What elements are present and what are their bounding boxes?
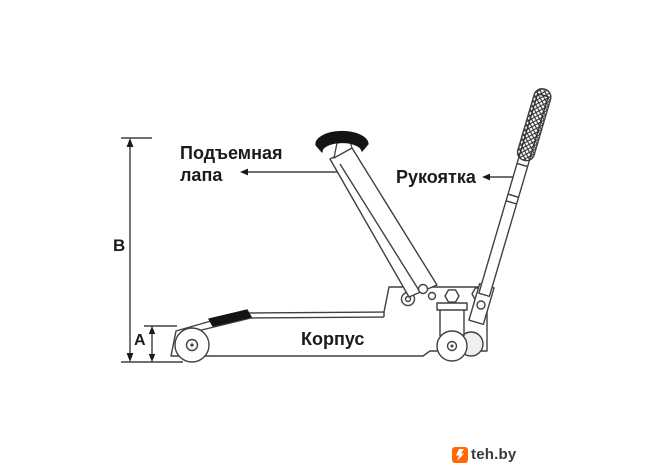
dimension-b-letter: В — [113, 236, 126, 255]
leader-handle — [482, 173, 514, 181]
rear-casters — [436, 289, 484, 362]
teh-by-logo-icon — [452, 446, 468, 463]
leader-lifting-pad — [240, 168, 338, 176]
handle-assembly — [468, 88, 552, 326]
caster-bolt-hex — [444, 289, 460, 303]
front-wheel — [174, 327, 210, 363]
saddle-cap — [315, 130, 369, 153]
label-lifting-pad: Подъемная лапа — [180, 142, 282, 186]
label-handle: Рукоятка — [396, 167, 476, 187]
dimension-b-arrow — [121, 137, 183, 363]
dimension-a-letter: А — [134, 332, 146, 349]
handle-grip — [516, 88, 552, 162]
teh-by-logo-text: teh.by — [471, 446, 517, 463]
label-lifting-pad-line1: Подъемная — [180, 143, 283, 163]
body-rubber-pad — [208, 309, 252, 327]
jack-body — [170, 286, 488, 357]
teh-by-watermark: teh.by — [452, 446, 516, 463]
label-lifting-pad-line2: лапа — [180, 165, 223, 185]
saddle — [315, 130, 369, 159]
dimension-a-arrow — [144, 325, 177, 362]
label-body: Корпус — [301, 329, 365, 349]
